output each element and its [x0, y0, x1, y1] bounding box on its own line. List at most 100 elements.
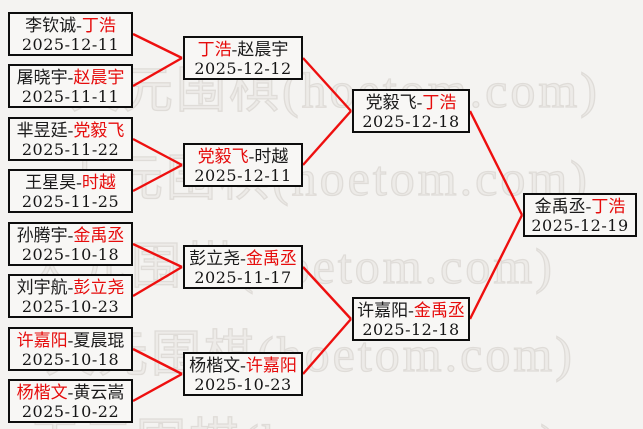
- player-name: 党毅飞: [365, 93, 417, 112]
- connector-line: [132, 372, 183, 403]
- player-name: -: [240, 249, 246, 268]
- match-box-r2-4: 杨楷文-许嘉阳 2025-10-23: [183, 352, 303, 396]
- match-box-final: 金禹丞-丁浩 2025-12-19: [523, 193, 637, 237]
- connector-line: [302, 266, 352, 320]
- player-name: -: [67, 331, 74, 350]
- match-box-r1-7: 许嘉阳-夏晨琨 2025-10-18: [8, 327, 133, 371]
- match-date: 2025-12-18: [362, 320, 460, 339]
- match-players: 王星昊-时越: [10, 173, 131, 193]
- player-name: 金禹丞: [534, 197, 586, 216]
- player-name: -: [67, 383, 74, 402]
- player-name: 芈昱廷: [16, 121, 68, 140]
- match-date: 2025-10-18: [21, 350, 120, 369]
- match-players: 党毅飞-丁浩: [354, 93, 468, 113]
- player-name: -: [416, 93, 423, 112]
- match-date: 2025-12-11: [194, 166, 292, 185]
- connector-line: [302, 57, 352, 112]
- match-box-r1-5: 孙腾宇-金禹丞 2025-10-18: [8, 222, 133, 266]
- match-players: 彭立尧-金禹丞: [185, 249, 301, 269]
- connector-line: [468, 110, 524, 216]
- match-date: 2025-12-11: [21, 35, 120, 54]
- connector-line: [132, 347, 183, 376]
- match-box-r1-2: 屠晓宇-赵晨宇 2025-11-11: [8, 64, 133, 108]
- player-name: -: [248, 147, 255, 166]
- match-date: 2025-10-23: [194, 375, 292, 394]
- player-name: 彭立尧: [189, 249, 241, 268]
- player-name: -: [408, 301, 414, 320]
- match-players: 李钦诚-丁浩: [10, 16, 131, 36]
- match-box-r2-2: 党毅飞-时越 2025-12-11: [183, 143, 303, 187]
- player-name: 李钦诚: [25, 16, 77, 35]
- match-date: 2025-11-17: [194, 268, 292, 287]
- player-name: -: [67, 278, 74, 297]
- match-date: 2025-12-12: [194, 59, 292, 78]
- match-players: 孙腾宇-金禹丞: [10, 226, 131, 246]
- player-name: 赵晨宇: [237, 40, 289, 59]
- player-name: 孙腾宇: [16, 226, 68, 245]
- match-box-sf-2: 许嘉阳-金禹丞 2025-12-18: [352, 297, 470, 341]
- connector-line: [132, 32, 183, 60]
- winner-name: 党毅飞: [197, 147, 249, 166]
- connector-line: [468, 214, 524, 320]
- player-name: 许嘉阳: [357, 301, 409, 320]
- winner-name: 金禹丞: [73, 226, 125, 245]
- connector-line: [302, 318, 352, 375]
- winner-name: 丁浩: [422, 93, 457, 112]
- player-name: 杨楷文: [189, 356, 241, 375]
- player-name: 屠晓宇: [16, 68, 68, 87]
- connector-line: [132, 242, 183, 269]
- match-date: 2025-11-25: [21, 192, 120, 211]
- match-date: 2025-10-18: [21, 245, 120, 264]
- player-name: -: [76, 173, 82, 192]
- winner-name: 杨楷文: [16, 383, 68, 402]
- player-name: -: [67, 68, 74, 87]
- winner-name: 丁浩: [81, 16, 116, 35]
- match-players: 党毅飞-时越: [185, 147, 301, 167]
- winner-name: 金禹丞: [413, 301, 465, 320]
- match-players: 屠晓宇-赵晨宇: [10, 68, 131, 88]
- connector-line: [132, 163, 183, 193]
- match-box-r1-4: 王星昊-时越 2025-11-25: [8, 169, 133, 213]
- match-date: 2025-10-23: [21, 297, 120, 316]
- player-name: 黄云嵩: [73, 383, 125, 402]
- winner-name: 金禹丞: [245, 249, 297, 268]
- connector-line: [132, 137, 183, 167]
- match-players: 杨楷文-黄云嵩: [10, 383, 131, 403]
- player-name: 王星昊: [25, 173, 77, 192]
- match-box-r1-3: 芈昱廷-党毅飞 2025-11-22: [8, 117, 133, 161]
- player-name: -: [67, 226, 74, 245]
- player-name: -: [240, 356, 246, 375]
- connector-line: [132, 56, 183, 88]
- winner-name: 丁浩: [197, 40, 232, 59]
- match-players: 许嘉阳-金禹丞: [354, 301, 468, 321]
- winner-name: 许嘉阳: [16, 331, 68, 350]
- match-players: 金禹丞-丁浩: [525, 197, 635, 217]
- winner-name: 赵晨宇: [73, 68, 125, 87]
- watermark-text: 天元围棋(hoetom.com): [29, 402, 560, 429]
- player-name: 夏晨琨: [73, 331, 125, 350]
- winner-name: 许嘉阳: [245, 356, 297, 375]
- winner-name: 党毅飞: [73, 121, 125, 140]
- player-name: 刘宇航: [16, 278, 68, 297]
- match-box-sf-1: 党毅飞-丁浩 2025-12-18: [352, 89, 470, 133]
- match-date: 2025-12-18: [362, 112, 460, 131]
- player-name: -: [76, 16, 82, 35]
- watermark-text: 天元围棋(hoetom.com): [59, 149, 590, 206]
- match-players: 丁浩-赵晨宇: [185, 40, 301, 60]
- player-name: -: [67, 121, 74, 140]
- match-date: 2025-11-11: [21, 87, 120, 106]
- match-box-r1-6: 刘宇航-彭立尧 2025-10-23: [8, 274, 133, 318]
- connector-line: [302, 110, 352, 166]
- player-name: -: [585, 197, 592, 216]
- match-box-r2-1: 丁浩-赵晨宇 2025-12-12: [183, 36, 303, 80]
- match-date: 2025-11-22: [21, 140, 120, 159]
- match-players: 芈昱廷-党毅飞: [10, 121, 131, 141]
- winner-name: 丁浩: [591, 197, 626, 216]
- player-name: 时越: [254, 147, 289, 166]
- match-box-r1-8: 杨楷文-黄云嵩 2025-10-22: [8, 379, 133, 423]
- match-box-r2-3: 彭立尧-金禹丞 2025-11-17: [183, 245, 303, 289]
- winner-name: 时越: [81, 173, 116, 192]
- winner-name: 彭立尧: [73, 278, 125, 297]
